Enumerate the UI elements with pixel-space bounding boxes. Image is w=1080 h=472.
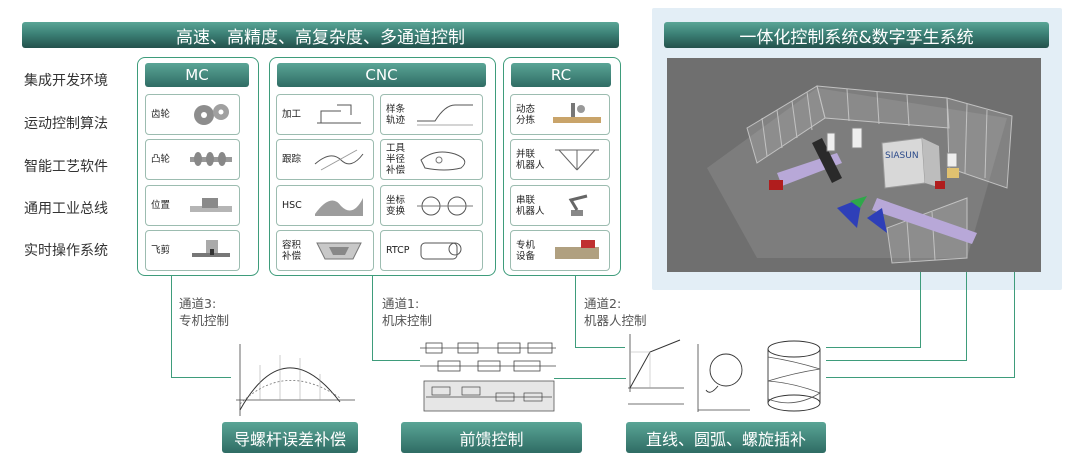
connector-ch2-vertical	[575, 276, 576, 348]
cnc-card-rtcp[interactable]: RTCP	[380, 230, 483, 271]
card-label: 加工	[282, 109, 302, 120]
card-label: 凸轮	[151, 154, 171, 165]
interpolation-label: 直线、圆弧、螺旋插补	[626, 422, 826, 453]
connector-ch2-horizontal	[575, 347, 625, 348]
cnc-card-hsc[interactable]: HSC	[276, 185, 374, 226]
serial-robot-icon	[568, 194, 588, 216]
top-right-banner: 一体化控制系统&数字孪生系统	[664, 22, 1049, 48]
card-label: 样条 轨迹	[386, 103, 406, 126]
mc-card-position[interactable]: 位置	[145, 185, 240, 226]
camshaft-icon	[190, 152, 232, 166]
connector-twin-3-v	[1014, 272, 1015, 378]
connector-twin-1-h	[826, 347, 921, 348]
mc-title: MC	[145, 63, 249, 87]
cnc-card-spline[interactable]: 样条 轨迹	[380, 94, 483, 135]
rc-card-special-equipment[interactable]: 专机 设备	[510, 230, 610, 271]
connector-ch3-horizontal	[171, 377, 231, 378]
connector-twin-3-h	[826, 377, 1015, 378]
connector-middle-right	[554, 378, 626, 379]
rc-title: RC	[511, 63, 611, 87]
card-label: 并联 机器人	[516, 148, 545, 171]
connector-ch1-vertical	[372, 276, 373, 361]
left-label-motion-algorithm: 运动控制算法	[24, 116, 108, 132]
tracking-path-icon	[314, 149, 364, 171]
card-label: 串联 机器人	[516, 194, 545, 217]
leadscrew-compensation-label: 导螺杆误差补偿	[222, 422, 358, 453]
cnc-card-tool-radius[interactable]: 工具 半径 补偿	[380, 139, 483, 180]
feedforward-control-label: 前馈控制	[401, 422, 582, 453]
card-label: RTCP	[386, 245, 410, 256]
rtcp-icon	[420, 242, 462, 260]
connector-twin-2-h	[826, 360, 967, 361]
rc-card-dynamic-sorting[interactable]: 动态 分拣	[510, 94, 610, 135]
channel-2-label: 通道2: 机器人控制	[584, 296, 647, 328]
connector-ch1-horizontal	[372, 360, 420, 361]
special-equipment-icon	[555, 240, 599, 259]
machining-icon	[317, 104, 361, 124]
connector-twin-1-v	[920, 272, 921, 348]
linear-stage-icon	[190, 198, 232, 212]
connector-twin-2-v	[966, 272, 967, 361]
cnc-card-coord-transform[interactable]: 坐标 变换	[380, 185, 483, 226]
left-label-ide: 集成开发环境	[24, 73, 108, 89]
card-label: 飞剪	[151, 245, 171, 256]
sorting-robot-icon	[553, 103, 601, 123]
delta-robot-icon	[555, 149, 599, 171]
rc-card-parallel-robot[interactable]: 并联 机器人	[510, 139, 610, 180]
twin-brand-text: SIASUN	[885, 151, 919, 161]
hsc-surface-icon	[315, 198, 363, 216]
channel-3-label: 通道3: 专机控制	[179, 296, 230, 328]
cnc-card-tracking[interactable]: 跟踪	[276, 139, 374, 180]
card-label: 工具 半径 补偿	[386, 143, 406, 176]
cnc-title: CNC	[277, 63, 486, 87]
helix-interpolation-graph	[767, 340, 821, 412]
spline-trajectory-icon	[417, 104, 473, 126]
card-label: 容积 补偿	[282, 239, 302, 262]
feedforward-block-diagram	[420, 342, 556, 412]
volume-compensation-icon	[316, 242, 362, 260]
card-label: 齿轮	[151, 109, 171, 120]
mc-card-flying-shear[interactable]: 飞剪	[145, 230, 240, 271]
cnc-card-volume-comp[interactable]: 容积 补偿	[276, 230, 374, 271]
cnc-card-machining[interactable]: 加工	[276, 94, 374, 135]
coordinate-transform-icon	[417, 196, 473, 216]
leadscrew-error-graph	[236, 344, 355, 416]
card-label: 动态 分拣	[516, 103, 536, 126]
mc-card-gear[interactable]: 齿轮	[145, 94, 240, 135]
gear-icon	[194, 104, 229, 125]
left-label-industrial-bus: 通用工业总线	[24, 201, 108, 217]
left-label-process-software: 智能工艺软件	[24, 159, 108, 175]
card-label: 位置	[151, 200, 171, 211]
card-label: 跟踪	[282, 154, 302, 165]
top-left-banner: 高速、高精度、高复杂度、多通道控制	[22, 22, 619, 48]
card-label: 坐标 变换	[386, 194, 406, 217]
line-interpolation-graph	[628, 334, 684, 405]
factory-cell-illustration: SIASUN	[707, 85, 1013, 264]
connector-ch3-vertical	[171, 276, 172, 378]
left-label-rtos: 实时操作系统	[24, 243, 108, 259]
flying-shear-icon	[192, 240, 230, 257]
arc-interpolation-graph	[697, 344, 750, 412]
channel-1-label: 通道1: 机床控制	[382, 296, 433, 328]
rc-card-serial-robot[interactable]: 串联 机器人	[510, 185, 610, 226]
card-label: 专机 设备	[516, 239, 536, 262]
card-label: HSC	[282, 200, 302, 211]
mc-card-cam[interactable]: 凸轮	[145, 139, 240, 180]
digital-twin-3d-view[interactable]: SIASUN	[667, 58, 1041, 272]
tool-radius-icon	[420, 151, 466, 171]
